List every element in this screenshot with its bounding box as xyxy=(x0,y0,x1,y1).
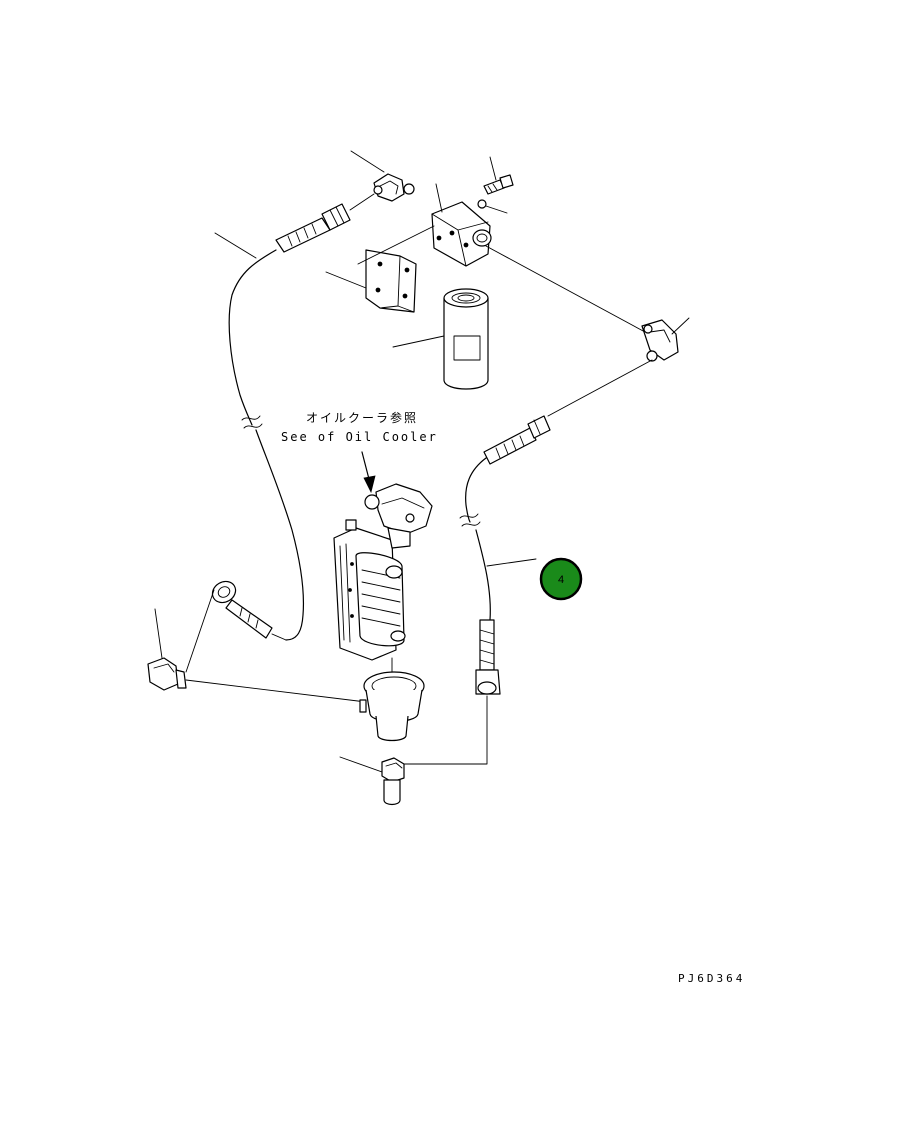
note-english: See of Oil Cooler xyxy=(281,430,438,444)
leader-plug xyxy=(485,205,508,214)
hose-left-lower xyxy=(255,429,304,641)
bolt-upper xyxy=(483,174,514,195)
banjo-fitting xyxy=(211,580,273,639)
callout-badge[interactable]: 4 xyxy=(539,557,583,601)
plug-small xyxy=(477,199,487,209)
connector-nut-left xyxy=(147,657,187,691)
leader-hose-left xyxy=(214,232,257,259)
connector-nut-to-adapter xyxy=(185,679,367,703)
hose-fitting-right-upper xyxy=(483,415,551,465)
leader-elbow-right xyxy=(671,317,690,335)
leader-filter-cartridge xyxy=(392,335,445,348)
hose-left-upper xyxy=(228,249,277,426)
connector-right-elbow-to-hose xyxy=(547,359,653,417)
connector-hose-to-elbow-lower xyxy=(401,695,488,765)
connector-elbow-to-hose xyxy=(349,193,375,211)
leader-bolt xyxy=(489,156,497,181)
break-mark-right xyxy=(459,513,481,527)
elbow-adapter-lower xyxy=(381,757,405,806)
connector-bracket-to-head xyxy=(357,225,435,265)
elbow-fitting-upper-left xyxy=(373,173,415,202)
leader-elbow-lower xyxy=(339,756,383,773)
connector-banjo-to-hose xyxy=(271,633,287,641)
connector-nut-to-banjo xyxy=(185,589,215,673)
filter-head-block xyxy=(431,201,492,267)
callout-number[interactable]: 4 xyxy=(558,574,564,586)
callout-circle[interactable] xyxy=(539,557,583,601)
leader-elbow-upper-left xyxy=(350,150,385,173)
hose-fitting-right-lower xyxy=(475,619,501,695)
mounting-bracket xyxy=(365,249,417,313)
hose-right-lower xyxy=(475,529,491,621)
leader-filter-head xyxy=(435,183,443,213)
note-japanese: オイルクーラ参照 xyxy=(306,410,418,425)
leader-connector-nut xyxy=(154,608,163,659)
connector-head-to-right-elbow xyxy=(485,245,646,333)
filter-cartridge xyxy=(443,288,489,390)
hose-fitting-upper-left xyxy=(275,203,351,253)
drawing-code: PJ6D364 xyxy=(678,972,745,985)
leader-bracket xyxy=(325,271,367,289)
hose-right-upper xyxy=(465,457,487,523)
filter-adapter-ring xyxy=(359,671,425,742)
oil-cooler-assembly xyxy=(333,483,433,661)
note-arrow-head xyxy=(363,475,376,494)
elbow-fitting-right xyxy=(641,319,679,362)
leader-hose-right xyxy=(486,558,537,567)
break-mark-left xyxy=(241,415,263,429)
